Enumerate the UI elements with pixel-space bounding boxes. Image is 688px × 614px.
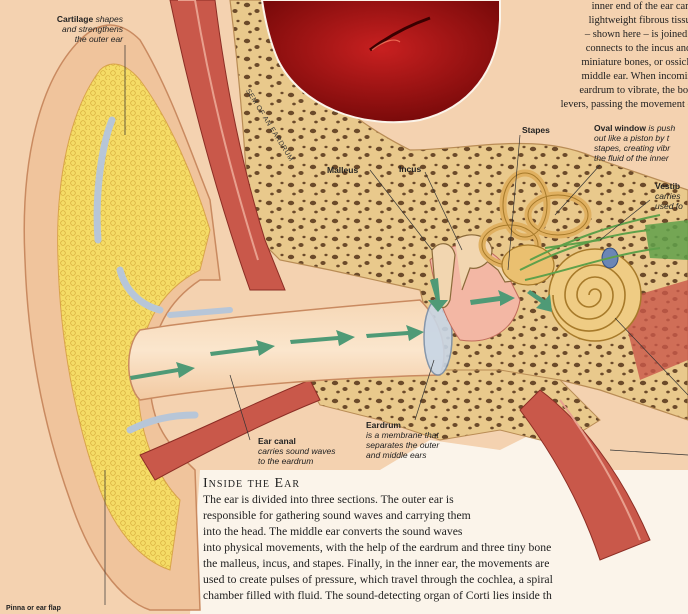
ear-canal-desc: carries sound waves	[258, 446, 335, 456]
cartilage-title: Cartilage	[57, 14, 93, 24]
intro-line: lightweight fibrous tissue,	[520, 14, 688, 28]
malleus-title: Malleus	[327, 165, 358, 175]
stapes-title: Stapes	[522, 125, 550, 135]
intro-line: – shown here – is joined to	[520, 28, 688, 42]
oval-window-desc: out like a piston by t	[594, 133, 669, 143]
intro-paragraph: inner end of the ear canal lightweight f…	[520, 0, 688, 112]
incus-label: Incus	[399, 164, 421, 174]
body-line: into the head. The middle ear converts t…	[203, 524, 688, 540]
intro-line: connects to the incus and s	[520, 42, 688, 56]
eardrum-desc: and middle ears	[366, 450, 439, 460]
vestibule-desc: carries	[655, 191, 683, 201]
ear-canal-desc: to the eardrum	[258, 456, 335, 466]
ear-canal-title: Ear canal	[258, 436, 335, 446]
vestibule-title: Vestib	[655, 181, 683, 191]
cartilage-desc: shapes	[96, 14, 123, 24]
eardrum-label: Eardrum is a membrane that separates the…	[366, 420, 439, 460]
oval-window-desc: stapes, creating vibr	[594, 143, 670, 153]
oval-window-label: Oval window is push out like a piston by…	[594, 123, 688, 163]
oval-window-title: Oval window	[594, 123, 646, 133]
vestibule-desc: used fo	[655, 201, 683, 211]
intro-line: levers, passing the movement on	[520, 98, 688, 112]
oval-window-desc: the fluid of the inner	[594, 153, 669, 163]
malleus-label: Malleus	[327, 165, 358, 175]
intro-line: inner end of the ear canal	[520, 0, 688, 14]
intro-line: eardrum to vibrate, the bone	[520, 84, 688, 98]
eardrum-title: Eardrum	[366, 420, 439, 430]
vestibule-label: Vestib carries used fo	[655, 181, 683, 211]
intro-line: miniature bones, or ossicles	[520, 56, 688, 70]
body-line: The ear is divided into three sections. …	[203, 492, 688, 508]
oval-window-desc: is push	[648, 123, 675, 133]
body-line: into physical movements, with the help o…	[203, 540, 688, 556]
body-paragraph: The ear is divided into three sections. …	[203, 492, 688, 604]
body-line: used to create pulses of pressure, which…	[203, 572, 688, 588]
body-line: chamber filled with fluid. The sound-det…	[203, 588, 688, 604]
cartilage-desc: the outer ear	[75, 34, 123, 44]
body-line: the malleus, incus, and stapes. Finally,…	[203, 556, 688, 572]
eardrum-desc: is a membrane that	[366, 430, 439, 440]
eardrum-desc: separates the outer	[366, 440, 439, 450]
intro-line: middle ear. When incoming	[520, 70, 688, 84]
section-heading: Inside the Ear	[203, 476, 300, 492]
cartilage-label: Cartilage shapes and strengthens the out…	[28, 14, 123, 44]
body-line: responsible for gathering sound waves an…	[203, 508, 688, 524]
ear-canal-label: Ear canal carries sound waves to the ear…	[258, 436, 335, 466]
pinna-label: Pinna or ear flap	[6, 605, 61, 612]
cartilage-desc: and strengthens	[62, 24, 123, 34]
incus-title: Incus	[399, 164, 421, 174]
stapes-label: Stapes	[522, 125, 550, 135]
